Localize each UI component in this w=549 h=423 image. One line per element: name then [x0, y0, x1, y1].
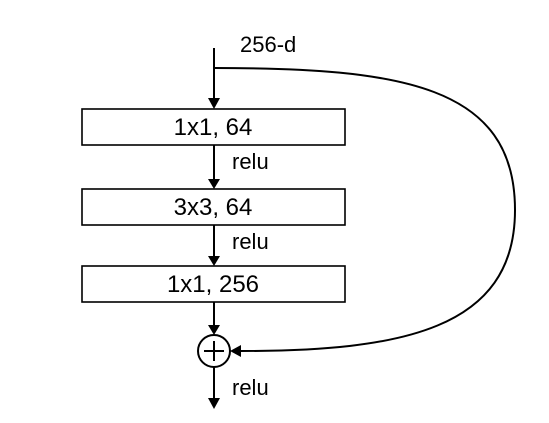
input-arrowhead [208, 98, 220, 109]
layer-label-2: 3x3, 64 [174, 194, 253, 221]
relu-label-1: relu [232, 149, 269, 174]
layer-box-2 [81, 188, 346, 226]
arrow-1-2-head [208, 179, 220, 189]
layer-label-3: 1x1, 256 [167, 271, 259, 298]
arrow-2-3-head [208, 256, 220, 266]
relu-label-2: relu [232, 229, 269, 254]
layer-box-1x1-64: 1x1, 64 [81, 108, 346, 146]
input-dimension-label: 256-d [240, 32, 296, 57]
output-arrowhead [208, 398, 220, 409]
layer-box-3 [81, 265, 346, 303]
relu-label-3: relu [232, 375, 269, 400]
layer-box-1x1-256: 1x1, 256 [81, 265, 346, 303]
arrow-3-add-head [208, 325, 220, 335]
skip-connection-curve [213, 67, 517, 352]
layer-box-3x3-64: 3x3, 64 [81, 188, 346, 226]
skip-connection-arrowhead [230, 345, 241, 357]
addition-node [197, 334, 231, 368]
layer-label-1: 1x1, 64 [174, 114, 253, 141]
